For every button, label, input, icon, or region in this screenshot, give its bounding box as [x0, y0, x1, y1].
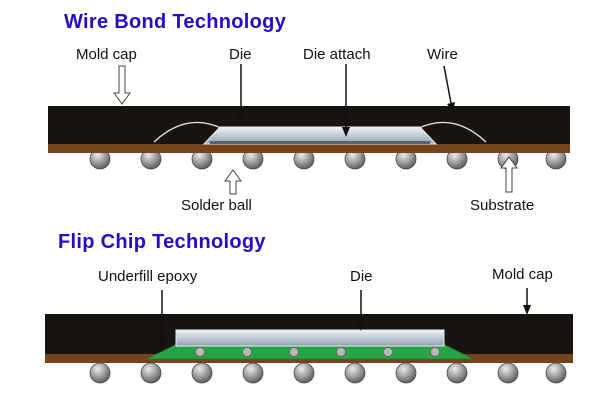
solder-bump	[383, 347, 393, 357]
label-mold-cap: Mold cap	[76, 46, 137, 63]
die-attach-arrow	[342, 64, 350, 137]
label-solder-ball: Solder ball	[181, 197, 252, 214]
wire-bond-title: Wire Bond Technology	[64, 11, 287, 33]
solder-bump	[195, 347, 205, 357]
flip-chip-title: Flip Chip Technology	[58, 231, 266, 253]
wb-bond-wire-left	[153, 121, 222, 143]
solder-ball	[191, 362, 213, 384]
die-arrow	[237, 64, 245, 122]
solder-bump	[289, 347, 299, 357]
substrate-arrow	[500, 156, 518, 193]
label-fc-mold-cap: Mold cap	[492, 266, 553, 283]
solder-ball	[89, 362, 111, 384]
wb-die-attach	[210, 141, 430, 144]
solder-ball	[293, 362, 315, 384]
fc-callout-arrows	[158, 288, 531, 347]
flip-chip-cross-section	[45, 314, 573, 384]
solder-ball	[497, 362, 519, 384]
fc-die	[175, 329, 445, 347]
solder-ball	[446, 362, 468, 384]
solder-bump	[336, 347, 346, 357]
wb-solder-balls	[89, 148, 567, 170]
label-die: Die	[229, 46, 252, 63]
solder-ball	[545, 362, 567, 384]
solder-bump	[430, 347, 440, 357]
solder-ball-arrow	[224, 169, 242, 195]
solder-ball	[140, 362, 162, 384]
fc-bumps	[195, 347, 440, 357]
fc-mold-cap-arrow	[523, 288, 531, 315]
wb-substrate	[48, 144, 570, 153]
wire-bond-cross-section	[48, 106, 570, 170]
mold-cap-arrow	[113, 65, 131, 105]
wb-bond-wire-right	[418, 121, 487, 143]
label-wire: Wire	[427, 46, 458, 63]
label-underfill-epoxy: Underfill epoxy	[98, 268, 198, 285]
solder-bump	[242, 347, 252, 357]
solder-ball	[344, 362, 366, 384]
label-die-attach: Die attach	[303, 46, 371, 63]
label-substrate: Substrate	[470, 197, 535, 214]
wire-arrow	[443, 65, 455, 112]
wb-callout-arrows	[113, 64, 518, 195]
fc-die-arrow	[357, 290, 365, 331]
underfill-epoxy-arrow	[158, 290, 166, 347]
solder-ball	[395, 362, 417, 384]
fc-solder-balls	[89, 362, 567, 384]
solder-ball	[242, 362, 264, 384]
label-fc-die: Die	[350, 268, 373, 285]
